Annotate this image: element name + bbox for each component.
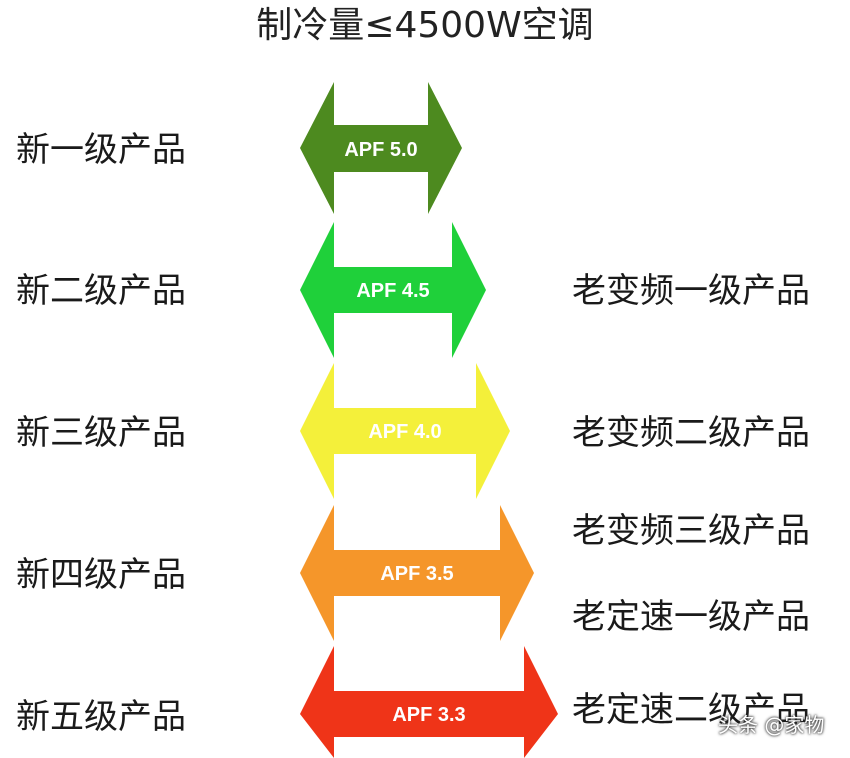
apf-arrow-2-label: APF 4.5 (356, 280, 429, 302)
new-level-1-label: 新一级产品 (16, 130, 186, 170)
apf-arrow-3-label: APF 4.0 (368, 421, 441, 443)
apf-arrow-2: APF 4.5 (300, 222, 486, 358)
old-level-fixed-2-label: 老定速二级产品 (572, 690, 810, 730)
old-level-variable-2-label: 老变频二级产品 (572, 413, 810, 453)
apf-arrow-4: APF 3.5 (300, 505, 534, 641)
new-level-4-label: 新四级产品 (16, 555, 186, 595)
old-level-fixed-1-label: 老定速一级产品 (572, 597, 810, 637)
new-level-5-label: 新五级产品 (16, 697, 186, 737)
old-level-variable-3-label: 老变频三级产品 (572, 511, 810, 551)
diagram-title: 制冷量≤4500W空调 (256, 5, 594, 46)
apf-arrow-5-label: APF 3.3 (392, 704, 465, 726)
new-level-2-label: 新二级产品 (16, 271, 186, 311)
apf-arrow-1: APF 5.0 (300, 82, 462, 214)
old-level-variable-1-label: 老变频一级产品 (572, 271, 810, 311)
apf-arrow-1-shape (300, 82, 462, 214)
source-watermark: 头条 @家物 (718, 713, 825, 737)
new-level-3-label: 新三级产品 (16, 413, 186, 453)
apf-arrow-4-shape (300, 505, 534, 641)
apf-arrow-1-label: APF 5.0 (344, 139, 417, 161)
apf-arrow-5-shape (300, 646, 558, 758)
apf-arrow-4-label: APF 3.5 (380, 563, 453, 585)
apf-arrow-5: APF 3.3 (300, 646, 558, 758)
apf-arrow-3-shape (300, 363, 510, 499)
apf-arrow-2-shape (300, 222, 486, 358)
apf-arrow-3: APF 4.0 (300, 363, 510, 499)
